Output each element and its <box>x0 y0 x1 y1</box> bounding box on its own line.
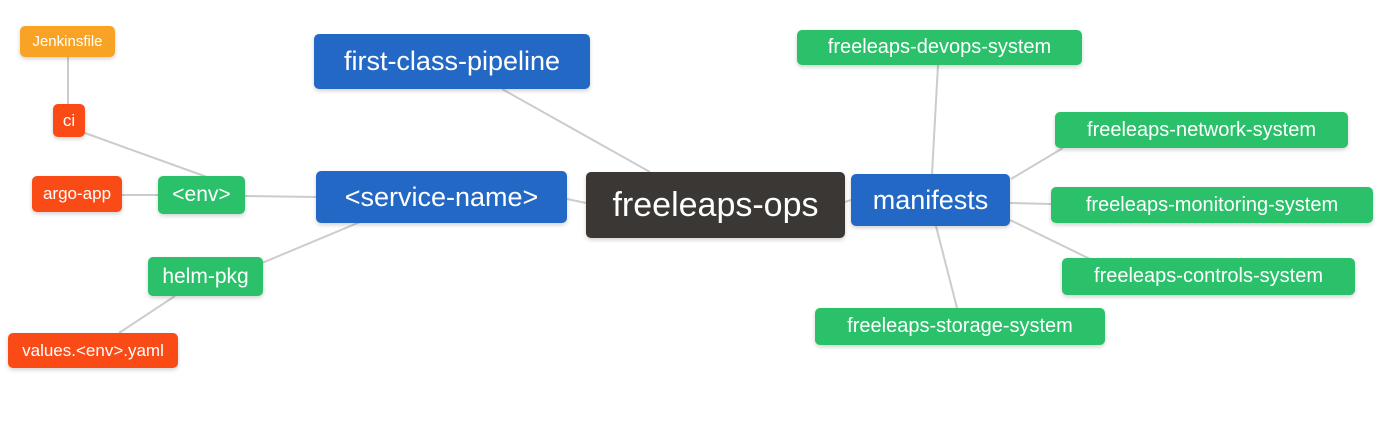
node-root-freeleaps-ops[interactable]: freeleaps-ops <box>586 172 845 238</box>
edge-pipeline-root <box>501 88 651 173</box>
node-ci[interactable]: ci <box>53 104 85 137</box>
node-env[interactable]: <env> <box>158 176 245 214</box>
edge-ci-env <box>84 132 208 178</box>
node-freeleaps-storage-system[interactable]: freeleaps-storage-system <box>815 308 1105 345</box>
node-freeleaps-controls-system[interactable]: freeleaps-controls-system <box>1062 258 1355 295</box>
edge-root-manifests <box>844 199 852 203</box>
edge-manifests-network <box>1010 147 1064 180</box>
edge-values-helm-pkg <box>118 295 176 334</box>
node-service-name[interactable]: <service-name> <box>316 171 567 223</box>
edge-manifests-controls <box>1009 219 1091 260</box>
node-manifests[interactable]: manifests <box>851 174 1010 226</box>
node-jenkinsfile[interactable]: Jenkinsfile <box>20 26 115 57</box>
node-first-class-pipeline[interactable]: first-class-pipeline <box>314 34 590 89</box>
edge-manifests-devops <box>931 64 939 175</box>
node-freeleaps-monitoring-system[interactable]: freeleaps-monitoring-system <box>1051 187 1373 223</box>
node-argo-app[interactable]: argo-app <box>32 176 122 212</box>
edge-manifests-storage <box>935 225 958 309</box>
node-values-env-yaml[interactable]: values.<env>.yaml <box>8 333 178 368</box>
edge-env-service-name <box>244 195 317 198</box>
node-helm-pkg[interactable]: helm-pkg <box>148 257 263 296</box>
node-freeleaps-network-system[interactable]: freeleaps-network-system <box>1055 112 1348 148</box>
node-freeleaps-devops-system[interactable]: freeleaps-devops-system <box>797 30 1082 65</box>
edge-service-name-root <box>566 198 587 204</box>
edge-helm-pkg-service-name <box>261 221 361 264</box>
edge-manifests-monitoring <box>1009 202 1052 205</box>
